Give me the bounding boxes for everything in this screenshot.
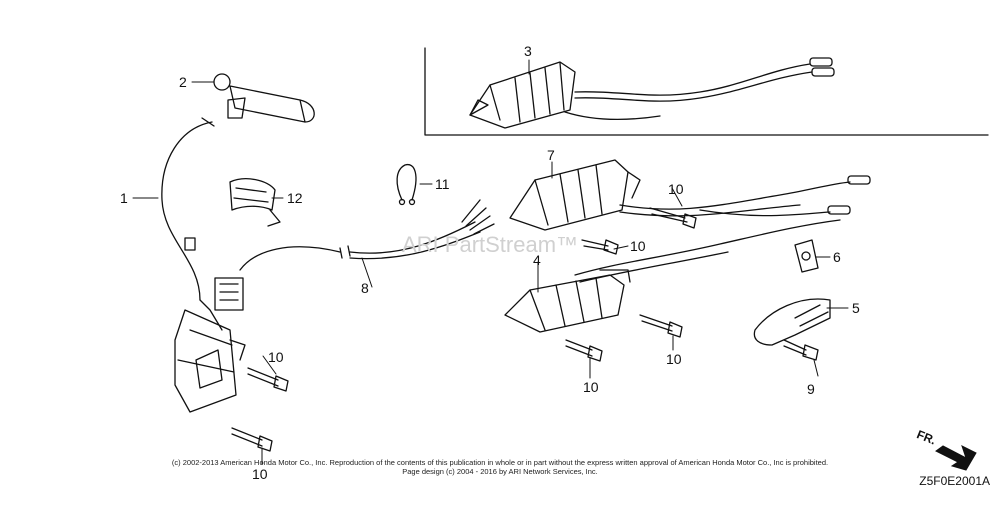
callout-10-coil4-left[interactable]: 10	[583, 379, 599, 395]
callout-3[interactable]: 3	[524, 43, 532, 59]
callout-10-upper-right[interactable]: 10	[668, 181, 684, 197]
bolt-middle	[581, 239, 619, 255]
clip-part-11	[396, 163, 417, 206]
plug-cap-part-2	[213, 73, 315, 123]
callout-1[interactable]: 1	[120, 190, 128, 206]
callout-10-ignition-upper[interactable]: 10	[268, 349, 284, 365]
harness-part-8	[214, 199, 495, 311]
callout-11[interactable]: 11	[435, 176, 450, 192]
callout-6[interactable]: 6	[833, 249, 841, 265]
callout-10-ignition-lower[interactable]: 10	[252, 466, 268, 482]
ignition-coil-part-1	[161, 117, 246, 413]
callout-9[interactable]: 9	[807, 381, 815, 397]
clamp-part-12	[229, 178, 281, 227]
plate-part-5	[753, 298, 831, 346]
diagram-code: Z5F0E2001A	[919, 474, 990, 488]
coil-part-4	[504, 219, 841, 333]
callout-12[interactable]: 12	[287, 190, 303, 206]
direction-label: FR.	[915, 427, 938, 447]
callout-5[interactable]: 5	[852, 300, 860, 316]
coil-part-7	[509, 159, 871, 231]
callout-2[interactable]: 2	[179, 74, 187, 90]
coil-part-3	[469, 57, 835, 129]
bolt-part-9	[783, 339, 819, 361]
watermark: ARI PartStream™	[402, 232, 578, 257]
direction-arrow-icon: FR.	[915, 427, 977, 471]
leader-lines	[132, 59, 849, 465]
bolt-upper-right	[649, 207, 697, 229]
copyright-text: (c) 2002-2013 American Honda Motor Co., …	[171, 458, 829, 467]
callout-4[interactable]: 4	[533, 252, 541, 268]
inset-frame	[424, 47, 989, 136]
bolt-ignition-lower	[231, 427, 273, 452]
bolt-coil4-right	[639, 314, 683, 338]
callout-8[interactable]: 8	[361, 280, 369, 296]
callout-10-middle[interactable]: 10	[630, 238, 646, 254]
bolt-ignition-upper	[247, 367, 289, 392]
bolt-coil4-left	[565, 339, 603, 362]
page-design-credit: Page design (c) 2004 - 2016 by ARI Netwo…	[402, 467, 598, 476]
callout-7[interactable]: 7	[547, 147, 555, 163]
callout-10-coil4-right[interactable]: 10	[666, 351, 682, 367]
grommet-part-6	[794, 239, 819, 273]
